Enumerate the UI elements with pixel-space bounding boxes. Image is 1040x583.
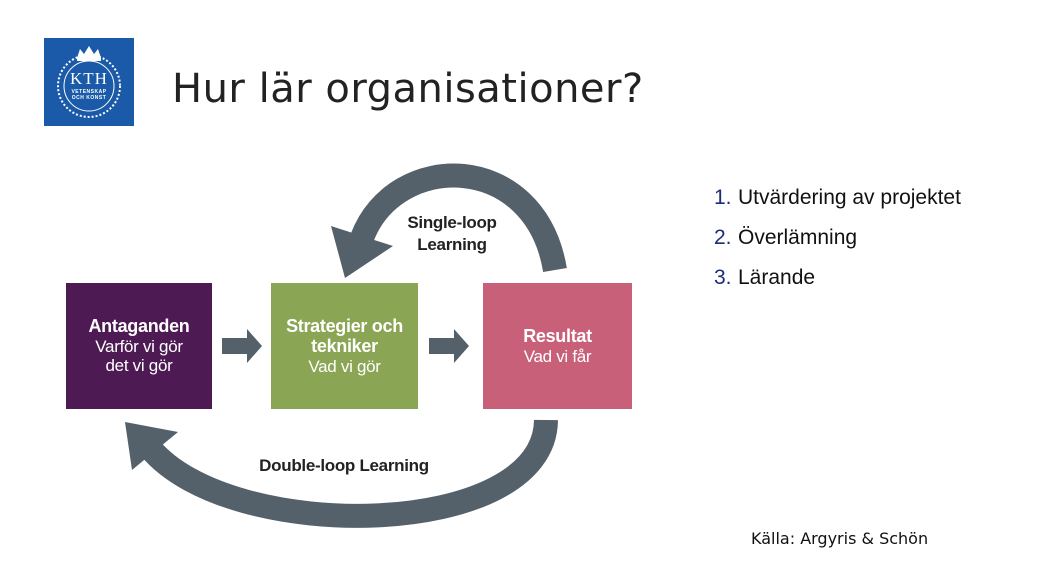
kth-logo: KTH VETENSKAP OCH KONST <box>44 38 134 126</box>
box-subtitle: Vad vi får <box>523 346 592 366</box>
list-item-number: 2. <box>714 226 732 249</box>
box-antaganden: Antaganden Varför vi gör det vi gör <box>66 283 212 409</box>
logo-subtext: VETENSKAP <box>71 89 107 95</box>
box-title: tekniker <box>311 336 378 357</box>
list-item-label: Lärande <box>738 266 816 289</box>
single-loop-arrow <box>350 163 567 273</box>
single-loop-label: Single-loop Learning <box>392 212 512 256</box>
list-item-label: Utvärdering av projektet <box>738 186 961 209</box>
steps-list: 1. Utvärdering av projektet 2. Överlämni… <box>714 178 961 298</box>
box-resultat: Resultat Vad vi får <box>483 283 632 409</box>
source-citation: Källa: Argyris & Schön <box>751 529 929 548</box>
box-subtitle: det vi gör <box>105 356 173 376</box>
list-item: 1. Utvärdering av projektet <box>714 178 961 218</box>
double-loop-arrow <box>140 418 558 528</box>
single-loop-label-line: Learning <box>417 235 487 255</box>
box-subtitle: Vad vi gör <box>308 356 381 376</box>
list-item-number: 1. <box>714 186 732 209</box>
list-item: 2. Överlämning <box>714 218 961 258</box>
logo-text: KTH <box>70 69 108 88</box>
flow-arrow <box>429 329 469 363</box>
logo-subtext: OCH KONST <box>71 95 107 101</box>
list-item-number: 3. <box>714 266 732 289</box>
list-item: 3. Lärande <box>714 258 961 298</box>
single-loop-arrowhead <box>331 226 393 278</box>
slide-title: Hur lär organisationer? <box>172 66 644 112</box>
double-loop-label: Double-loop Learning <box>259 456 429 475</box>
box-title: Resultat <box>523 325 592 346</box>
box-subtitle: Varför vi gör <box>95 336 183 356</box>
single-loop-label-line: Single-loop <box>407 213 497 232</box>
box-title: Strategier och <box>286 315 403 336</box>
kth-crown-logo-icon <box>57 46 121 118</box>
box-title: Antaganden <box>88 316 190 337</box>
flow-arrow <box>222 329 262 363</box>
box-strategier: Strategier och tekniker Vad vi gör <box>271 283 418 409</box>
list-item-label: Överlämning <box>738 226 858 249</box>
double-loop-arrowhead <box>125 422 178 470</box>
